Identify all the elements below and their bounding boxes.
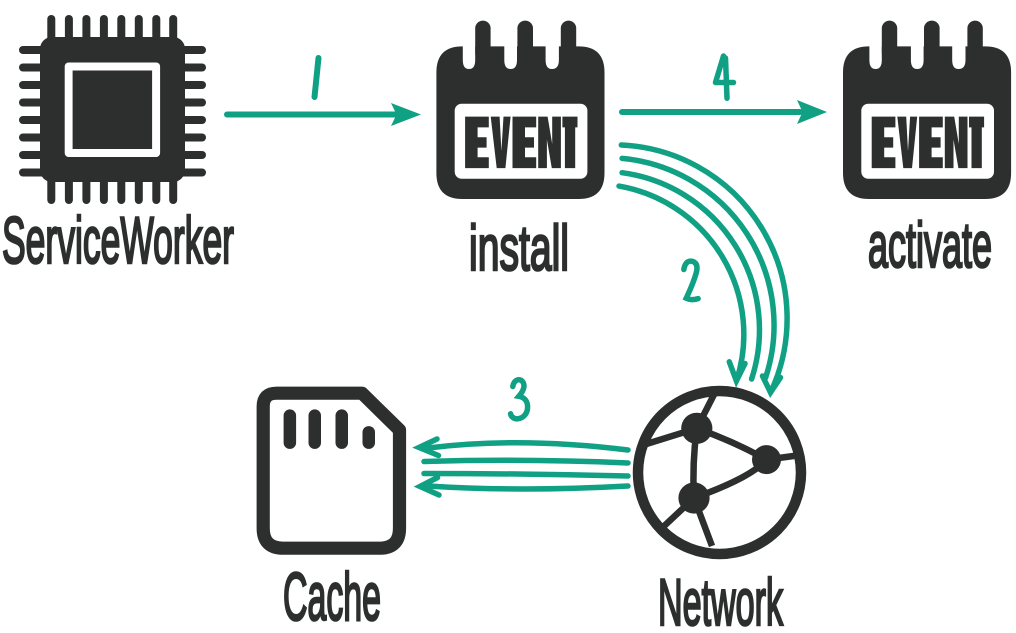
svg-text:Network: Network [658, 565, 784, 633]
svg-text:Cache: Cache [283, 559, 381, 633]
svg-text:activate: activate [868, 209, 992, 281]
svg-text:ServiceWorker: ServiceWorker [2, 203, 234, 277]
svg-text:install: install [469, 212, 569, 284]
